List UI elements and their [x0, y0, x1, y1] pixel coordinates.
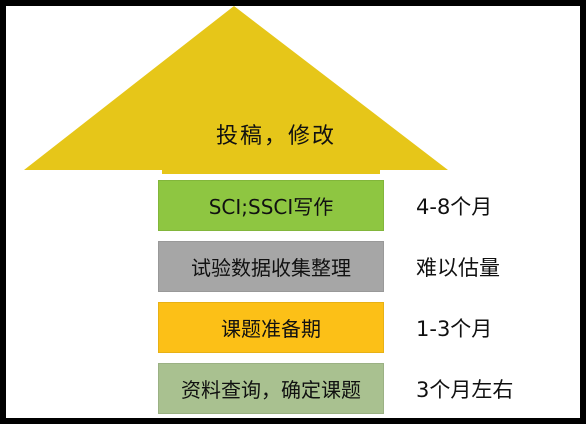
stage-duration-research: 3个月左右	[416, 377, 514, 402]
stage-box-data-collection: 试验数据收集整理	[158, 241, 384, 292]
stage-label: 试验数据收集整理	[191, 256, 351, 280]
stage-duration-preparation: 1-3个月	[416, 316, 493, 341]
stage-label: SCI;SSCI写作	[208, 195, 334, 219]
arrow-label: 投稿，修改	[215, 124, 336, 149]
stage-label: 课题准备期	[221, 317, 321, 341]
stage-box-writing: SCI;SSCI写作	[158, 180, 384, 231]
stage-duration-writing: 4-8个月	[416, 194, 493, 219]
arrow-shape	[24, 6, 448, 174]
diagram-panel: 投稿，修改 SCI;SSCI写作 4-8个月 试验数据收集整理 难以估量 课题准…	[6, 6, 580, 418]
stage-duration-data-collection: 难以估量	[416, 255, 500, 280]
stage-box-research: 资料查询，确定课题	[158, 363, 384, 414]
stage-label: 资料查询，确定课题	[181, 378, 361, 402]
up-arrow-icon	[24, 6, 448, 174]
stage-box-preparation: 课题准备期	[158, 302, 384, 353]
